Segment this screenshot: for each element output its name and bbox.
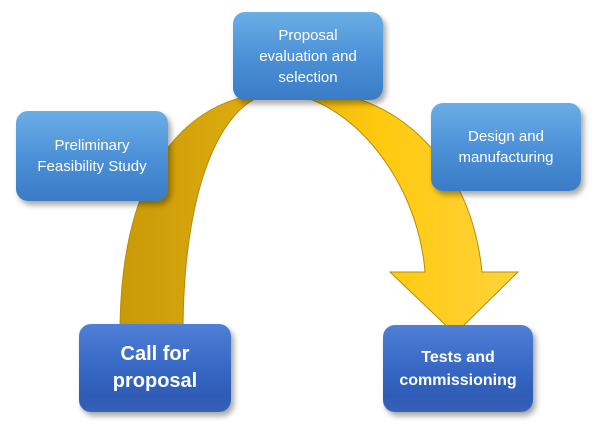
- design-manufacturing-box: Design and manufacturing: [431, 103, 581, 191]
- preliminary-feasibility-label: Preliminary Feasibility Study: [37, 137, 147, 175]
- tests-commissioning-label: Tests and commissioning: [399, 348, 517, 389]
- tests-box-reflection: [383, 396, 533, 412]
- tests-commissioning-box: Tests and commissioning: [383, 325, 533, 412]
- design-manufacturing-label: Design and manufacturing: [458, 128, 554, 166]
- proposal-evaluation-box: Proposal evaluation and selection: [233, 12, 383, 100]
- call-for-proposal-box: Call for proposal: [79, 324, 231, 412]
- call-for-proposal-label: Call for proposal: [112, 343, 198, 392]
- arc-arrow-shape: [119, 90, 520, 335]
- call-box-reflection: [79, 396, 231, 412]
- proposal-evaluation-label: Proposal evaluation and selection: [259, 26, 357, 86]
- preliminary-feasibility-box: Preliminary Feasibility Study: [16, 111, 168, 201]
